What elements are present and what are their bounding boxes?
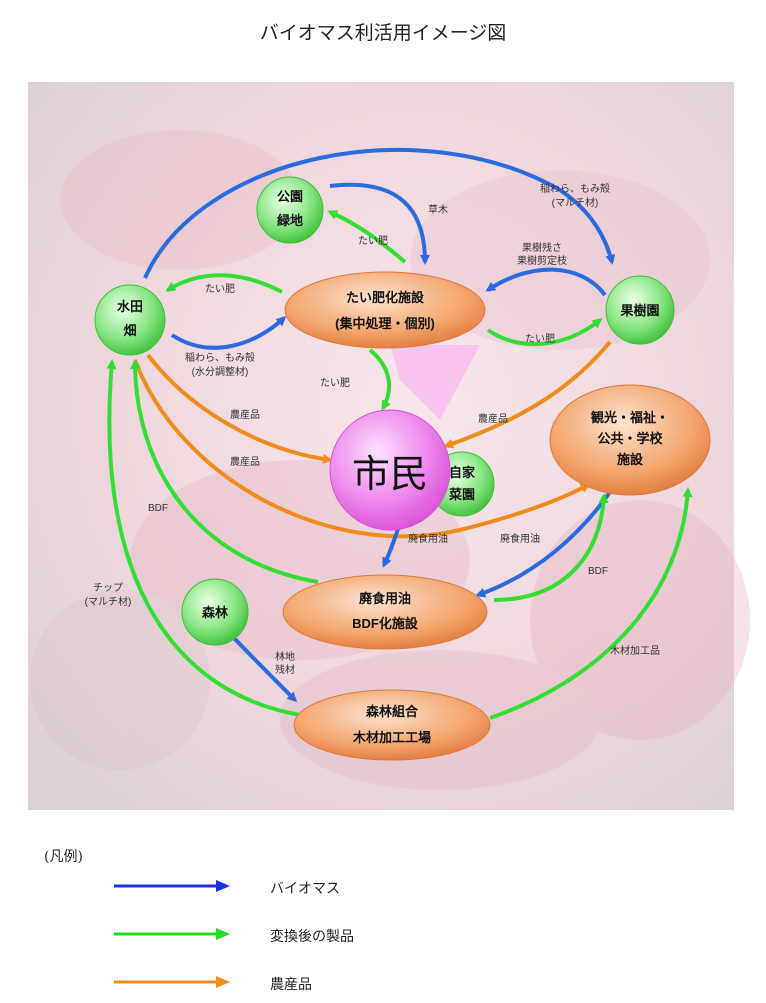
node-park: 公園 緑地 bbox=[256, 176, 324, 244]
node-lumber: 森林組合 木材加工工場 bbox=[293, 689, 491, 761]
label-chip-2: (マルチ材) bbox=[85, 595, 132, 608]
arrow-produce-orchard-citizen bbox=[443, 340, 612, 449]
arrow-oil-tourism-bdf bbox=[475, 490, 612, 598]
node-park-line2: 緑地 bbox=[277, 213, 303, 228]
node-compost-line1: たい肥化施設 bbox=[346, 290, 425, 305]
legend-item-product: 変換後の製品 bbox=[112, 924, 512, 948]
biomass-flow-diagram: 公園 緑地 水田 畑 果樹園 たい肥化施設 (集中処理・個別) 自家 菜園 市民… bbox=[28, 82, 750, 810]
node-homegarden-line1: 自家 bbox=[449, 465, 476, 480]
arrow-straw-to-orchard bbox=[143, 147, 616, 279]
label-bdf-tourism: BDF bbox=[588, 566, 608, 577]
arrow-bdf-to-paddy bbox=[130, 359, 319, 584]
label-orchard-waste-1: 果樹残さ bbox=[522, 241, 562, 254]
node-park-line1: 公園 bbox=[277, 189, 303, 204]
label-waste-oil-citizen: 廃食用油 bbox=[408, 532, 448, 545]
node-forest: 森林 bbox=[181, 578, 249, 646]
node-compost: たい肥化施設 (集中処理・個別) bbox=[284, 271, 486, 349]
arrow-compost-to-park bbox=[327, 210, 407, 264]
label-compost-citizen: たい肥 bbox=[320, 377, 350, 389]
node-tourism-line3: 施設 bbox=[617, 452, 644, 467]
node-paddy: 水田 畑 bbox=[94, 284, 166, 356]
label-straw-orchard-2: (マルチ材) bbox=[552, 196, 599, 209]
arrow-paddy-to-compost bbox=[170, 315, 287, 350]
node-tourism-line2: 公共・学校 bbox=[597, 431, 663, 446]
label-produce-paddy: 農産品 bbox=[230, 408, 260, 421]
node-bdf: 廃食用油 BDF化施設 bbox=[282, 574, 488, 650]
label-bdf-paddy: BDF bbox=[148, 503, 168, 514]
legend-item-biomass: バイオマス bbox=[112, 876, 512, 900]
glow-shape bbox=[390, 345, 480, 420]
arrow-lumber-to-tourism bbox=[489, 487, 693, 720]
arrow-compost-to-paddy bbox=[165, 273, 283, 294]
legend-item-produce: 農産品 bbox=[112, 972, 512, 996]
label-wood-products: 木材加工品 bbox=[610, 644, 660, 657]
label-straw-paddy-2: (水分調整材) bbox=[192, 365, 249, 378]
label-grass: 草木 bbox=[428, 204, 448, 216]
node-tourism-line1: 観光・福祉・ bbox=[590, 410, 669, 425]
arrow-produce-paddy-citizen bbox=[146, 353, 333, 464]
label-compost-orchard: たい肥 bbox=[525, 333, 555, 345]
legend-label-biomass: バイオマス bbox=[270, 881, 340, 897]
arrow-forest-to-lumber bbox=[230, 634, 298, 703]
arrow-orchard-to-compost bbox=[485, 267, 607, 297]
node-citizen: 市民 bbox=[329, 409, 451, 531]
label-straw-paddy-1: 稲わら、もみ殻 bbox=[185, 351, 255, 364]
node-compost-line2: (集中処理・個別) bbox=[335, 316, 435, 331]
label-compost-paddy: たい肥 bbox=[205, 283, 235, 295]
label-orchard-waste-2: 果樹剪定枝 bbox=[517, 254, 567, 267]
label-forest-residue-2: 残材 bbox=[275, 663, 295, 676]
node-paddy-line2: 畑 bbox=[123, 323, 136, 338]
node-bdf-line2: BDF化施設 bbox=[352, 616, 419, 631]
arrow-bdf-to-tourism bbox=[493, 493, 609, 602]
node-citizen-label: 市民 bbox=[352, 454, 428, 496]
arrow-compost-to-orchard bbox=[486, 318, 603, 347]
node-tourism: 観光・福祉・ 公共・学校 施設 bbox=[549, 384, 711, 496]
legend-arrow-biomass bbox=[114, 880, 230, 892]
label-straw-orchard-1: 稲わら、もみ殻 bbox=[540, 182, 610, 195]
legend-arrow-produce bbox=[114, 976, 230, 988]
node-paddy-line1: 水田 bbox=[117, 299, 143, 314]
arrow-compost-to-citizen bbox=[368, 348, 391, 411]
label-chip-1: チップ bbox=[93, 582, 123, 594]
label-produce-paddy-2: 農産品 bbox=[230, 455, 260, 468]
label-compost-park: たい肥 bbox=[358, 235, 388, 247]
legend-arrow-product bbox=[114, 928, 230, 940]
label-forest-residue-1: 林地 bbox=[275, 650, 295, 663]
diagram-title: バイオマス利活用イメージ図 bbox=[259, 22, 507, 44]
node-orchard: 果樹園 bbox=[605, 275, 675, 345]
arrow-chip-to-paddy bbox=[106, 359, 301, 717]
label-produce-orchard: 農産品 bbox=[478, 412, 508, 425]
node-bdf-line1: 廃食用油 bbox=[358, 591, 411, 606]
arrow-grass-to-compost bbox=[329, 182, 430, 265]
legend-heading: (凡例) bbox=[44, 849, 83, 865]
legend-label-produce: 農産品 bbox=[270, 977, 312, 993]
legend-label-product: 変換後の製品 bbox=[270, 929, 354, 945]
node-lumber-line1: 森林組合 bbox=[366, 704, 419, 719]
node-forest-label: 森林 bbox=[202, 605, 228, 620]
node-orchard-label: 果樹園 bbox=[619, 303, 659, 318]
node-homegarden-line2: 菜園 bbox=[448, 487, 475, 502]
label-waste-oil-tourism: 廃食用油 bbox=[500, 532, 540, 545]
node-lumber-line2: 木材加工工場 bbox=[352, 730, 431, 745]
